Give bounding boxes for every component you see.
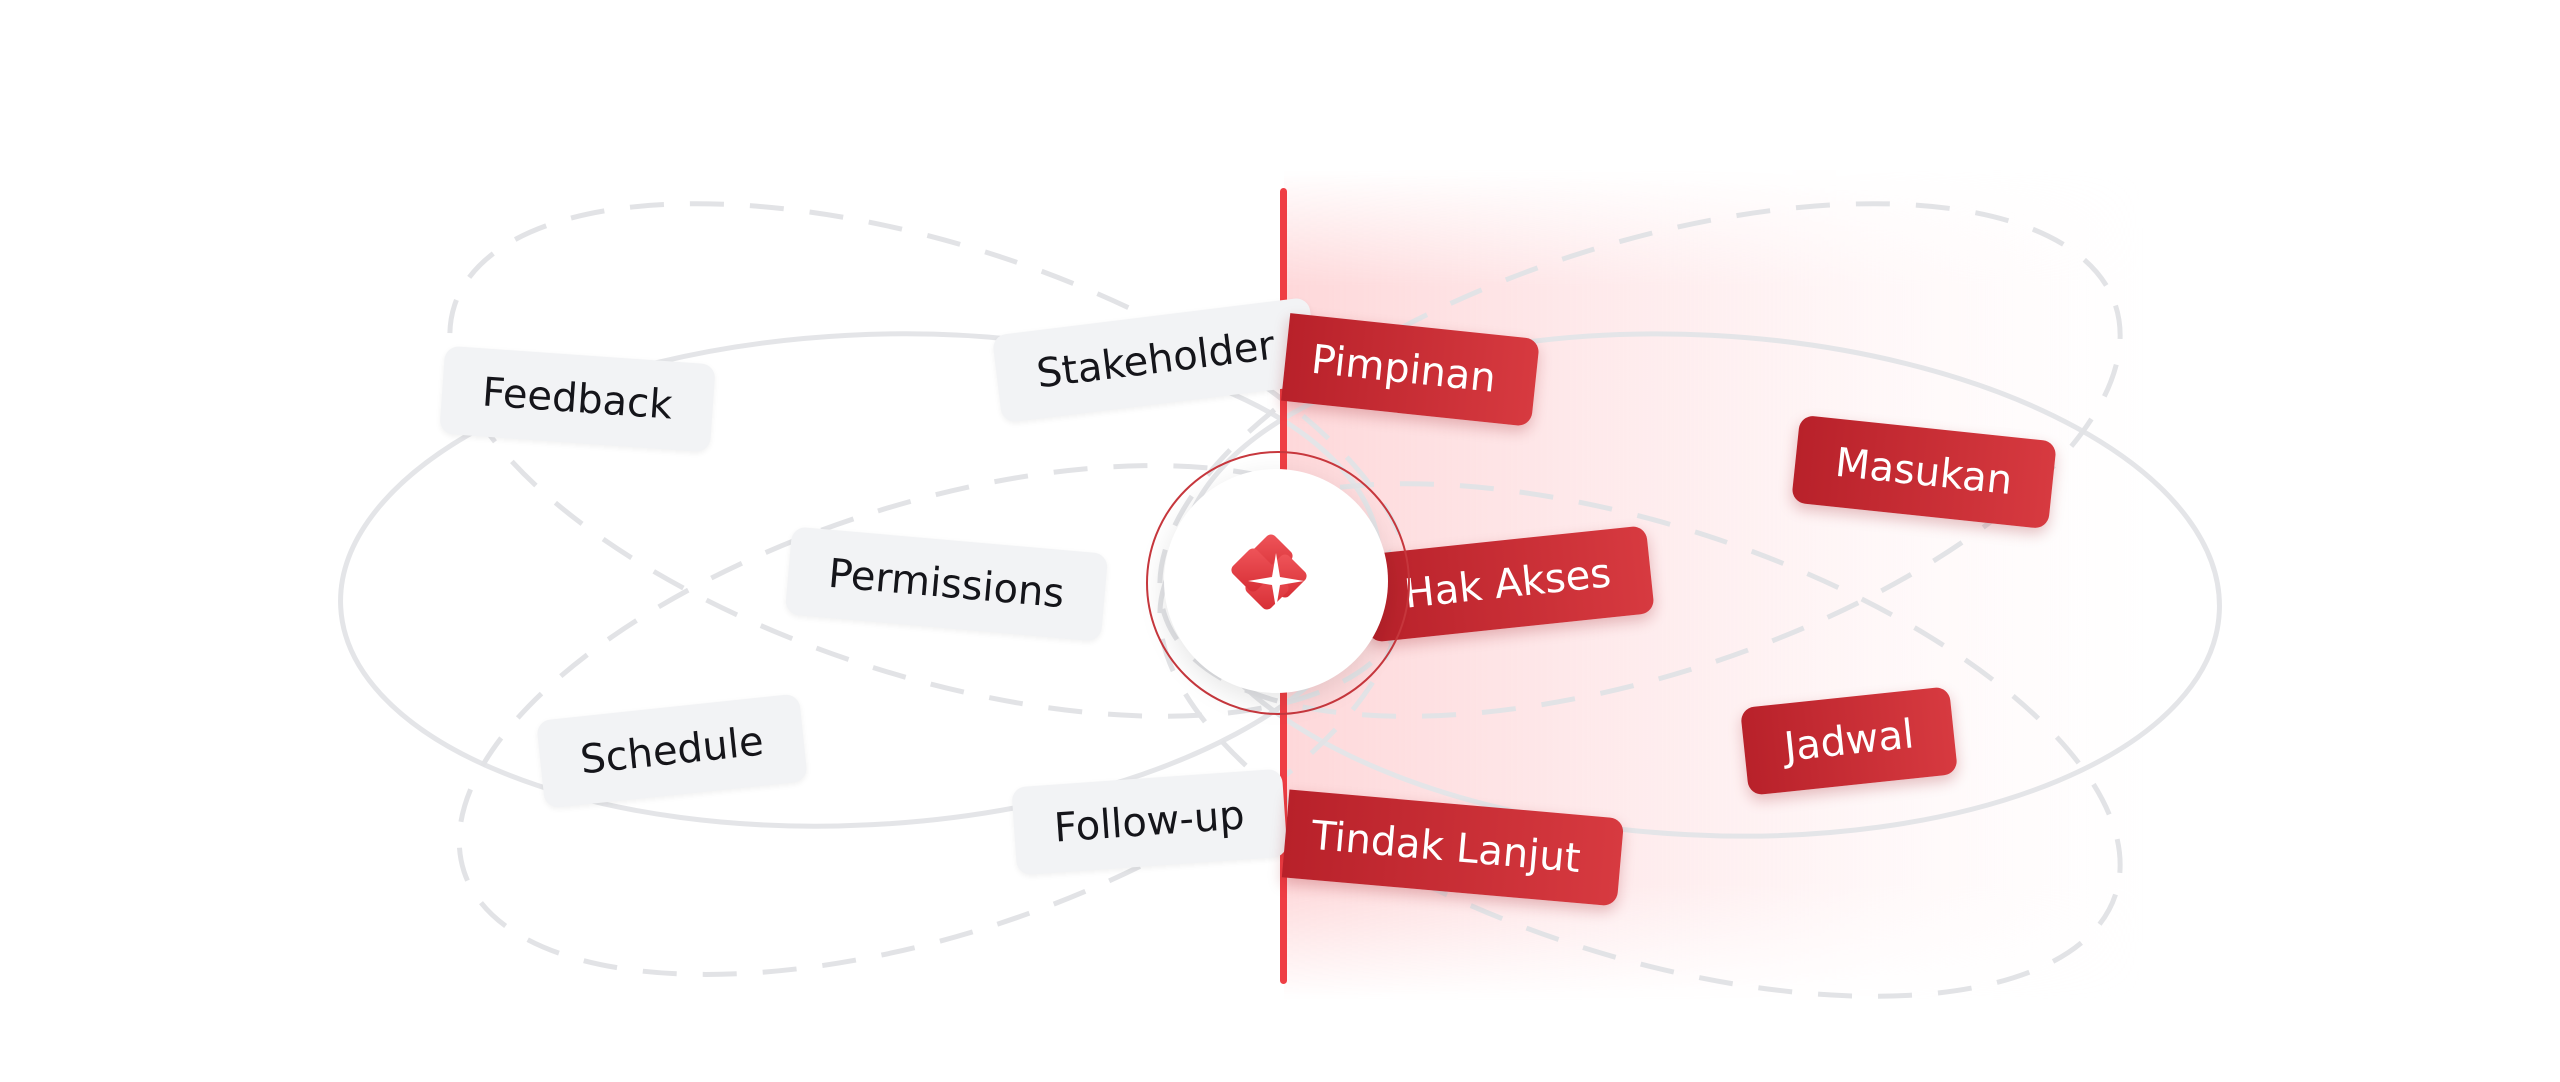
tag-feedback: Feedback xyxy=(439,345,716,453)
tag-follow-up: Follow-up xyxy=(1011,768,1288,876)
translation-spark-icon xyxy=(1231,534,1307,610)
translation-hub-ring xyxy=(1146,451,1410,715)
